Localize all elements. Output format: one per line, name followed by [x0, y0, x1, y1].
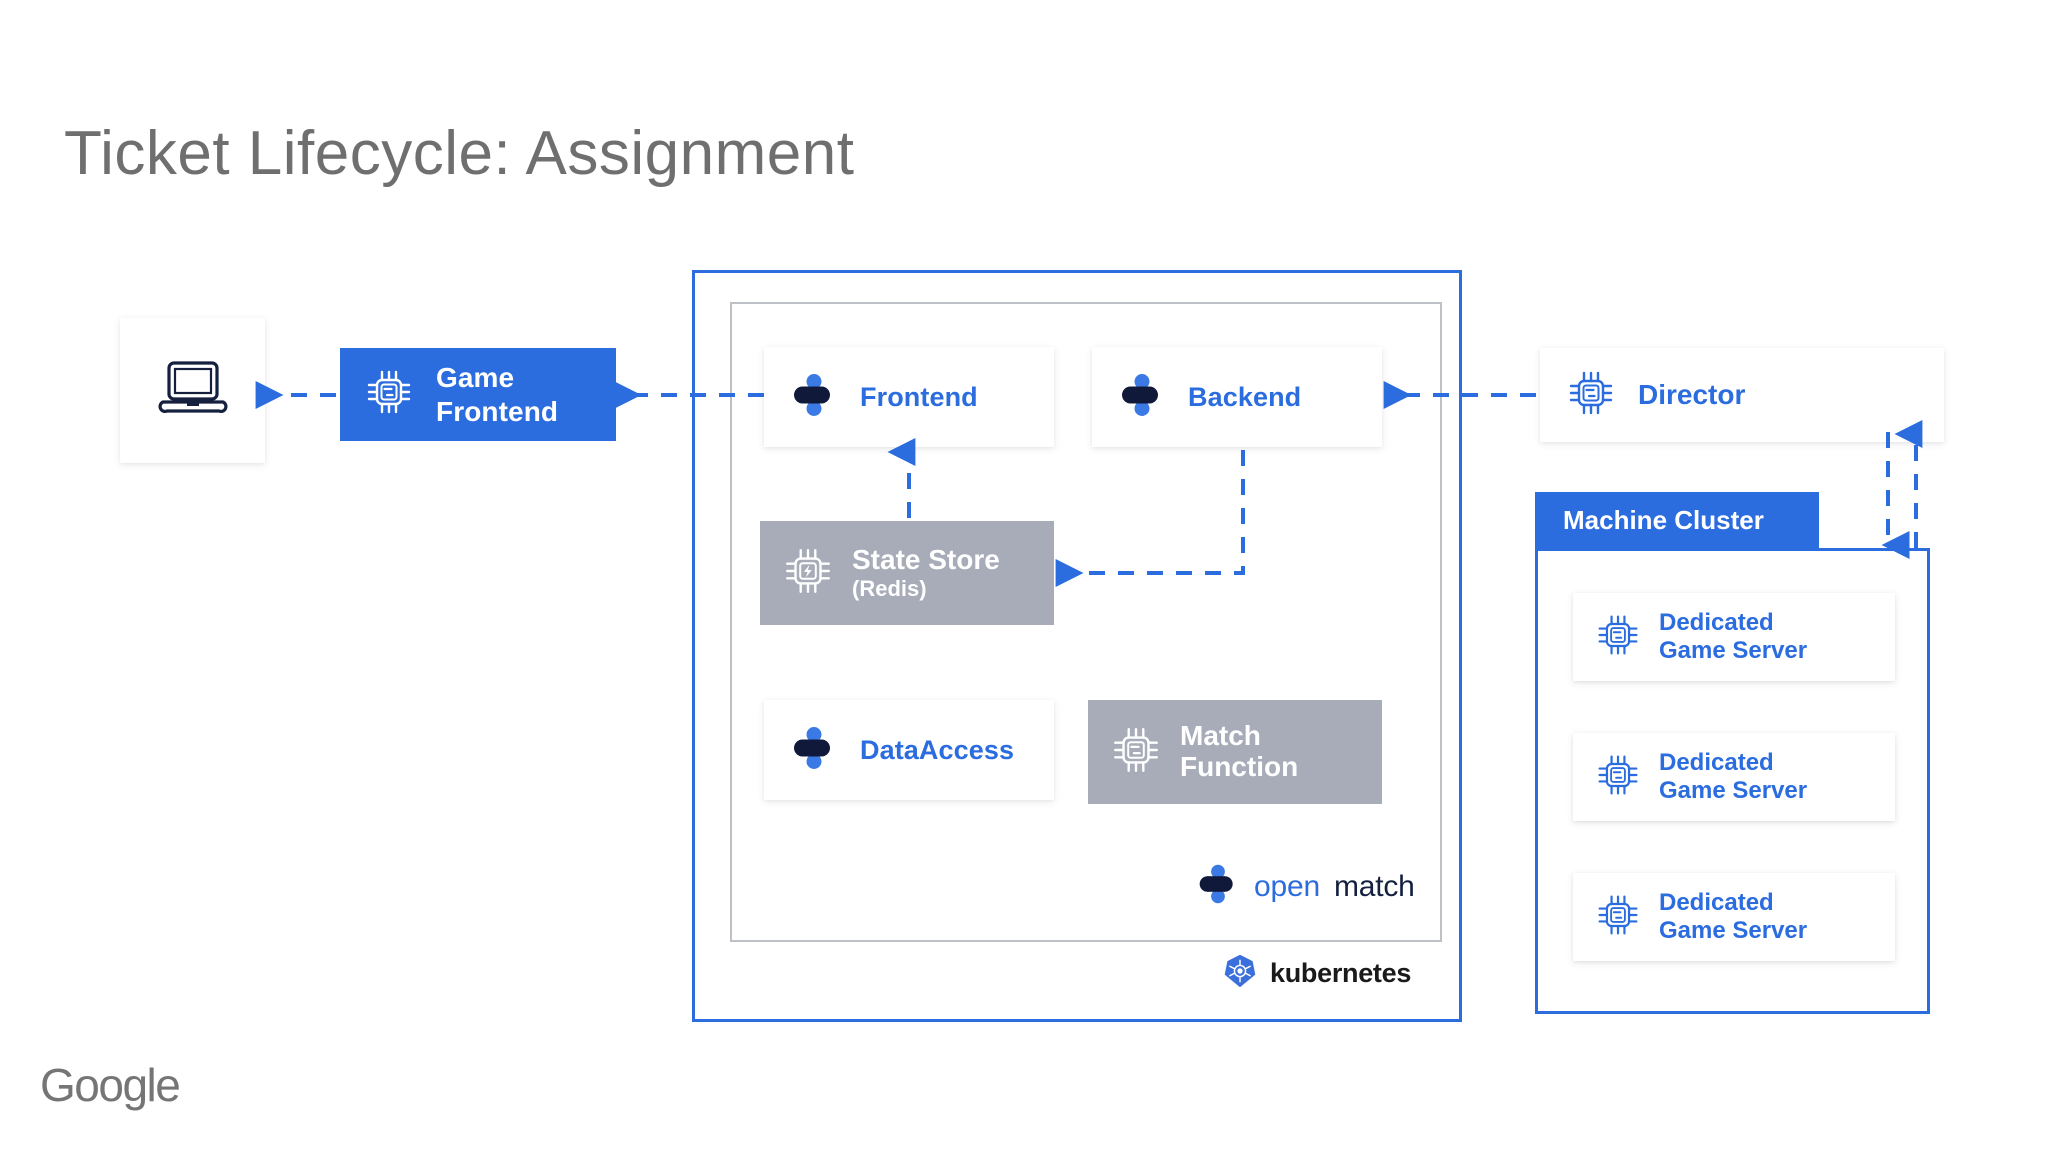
- open-match-boundary: [730, 302, 1442, 942]
- service-label-frontend: Frontend: [860, 381, 978, 412]
- chip-icon: [1595, 612, 1641, 663]
- match-function-label: Match Function: [1180, 720, 1299, 783]
- machine-cluster-title: Machine Cluster: [1563, 504, 1764, 535]
- match-function-label-line2: Function: [1180, 751, 1299, 782]
- service-card-backend[interactable]: Backend: [1092, 347, 1382, 447]
- service-card-dataaccess[interactable]: DataAccess: [764, 700, 1054, 800]
- open-match-icon: [790, 371, 838, 424]
- chip-icon: [1110, 724, 1162, 781]
- dgs-label-line1: Dedicated: [1659, 748, 1774, 776]
- chip-icon: [364, 367, 414, 422]
- kubernetes-wordmark: kubernetes: [1222, 953, 1411, 994]
- game-frontend-label-line1: Game: [436, 362, 515, 394]
- chip-icon: [1595, 752, 1641, 803]
- kubernetes-helm-icon: [1222, 953, 1258, 994]
- director-label: Director: [1638, 379, 1746, 410]
- dgs-label-line2: Game Server: [1659, 917, 1808, 944]
- state-store-box[interactable]: State Store (Redis): [760, 521, 1054, 625]
- dedicated-game-server-label: Dedicated Game Server: [1659, 889, 1807, 946]
- chip-bolt-icon: [782, 545, 834, 602]
- dgs-label-line2: Game Server: [1659, 777, 1808, 804]
- service-label-dataaccess: DataAccess: [860, 734, 1015, 765]
- dedicated-game-server-label: Dedicated Game Server: [1659, 749, 1807, 806]
- state-store-label-line1: State Store: [852, 543, 1000, 575]
- client-card: [120, 318, 265, 463]
- open-match-icon: [790, 724, 838, 777]
- dedicated-game-server-card[interactable]: Dedicated Game Server: [1573, 593, 1895, 681]
- kubernetes-cluster-boundary: [692, 270, 1462, 1022]
- laptop-icon: [157, 357, 229, 424]
- page-title: Ticket Lifecycle: Assignment: [64, 119, 855, 188]
- match-function-label-line1: Match: [1180, 720, 1261, 752]
- open-match-icon: [1118, 371, 1166, 424]
- open-match-icon: [1196, 862, 1240, 911]
- dgs-label-line2: Game Server: [1659, 637, 1808, 664]
- state-store-label-line2: (Redis): [852, 575, 927, 601]
- dedicated-game-server-card[interactable]: Dedicated Game Server: [1573, 873, 1895, 961]
- service-card-frontend[interactable]: Frontend: [764, 347, 1054, 447]
- open-match-wordmark: open match: [1196, 862, 1415, 911]
- open-match-word-match: match: [1333, 869, 1415, 903]
- google-logo: Google: [40, 1059, 181, 1111]
- game-frontend-label: Game Frontend: [436, 361, 558, 427]
- state-store-label: State Store (Redis): [852, 543, 1000, 601]
- chip-icon: [1566, 368, 1616, 423]
- chip-icon: [1595, 892, 1641, 943]
- dgs-label-line1: Dedicated: [1659, 888, 1774, 916]
- dedicated-game-server-label: Dedicated Game Server: [1659, 609, 1807, 666]
- service-label-backend: Backend: [1188, 381, 1302, 412]
- kubernetes-word: kubernetes: [1270, 958, 1412, 988]
- dedicated-game-server-card[interactable]: Dedicated Game Server: [1573, 733, 1895, 821]
- machine-cluster-header: Machine Cluster: [1535, 492, 1819, 548]
- open-match-word-open: open: [1254, 869, 1320, 903]
- director-card[interactable]: Director: [1540, 348, 1944, 442]
- game-frontend-box[interactable]: Game Frontend: [340, 348, 616, 441]
- game-frontend-label-line2: Frontend: [436, 395, 559, 427]
- match-function-box[interactable]: Match Function: [1088, 700, 1382, 804]
- dgs-label-line1: Dedicated: [1659, 608, 1774, 636]
